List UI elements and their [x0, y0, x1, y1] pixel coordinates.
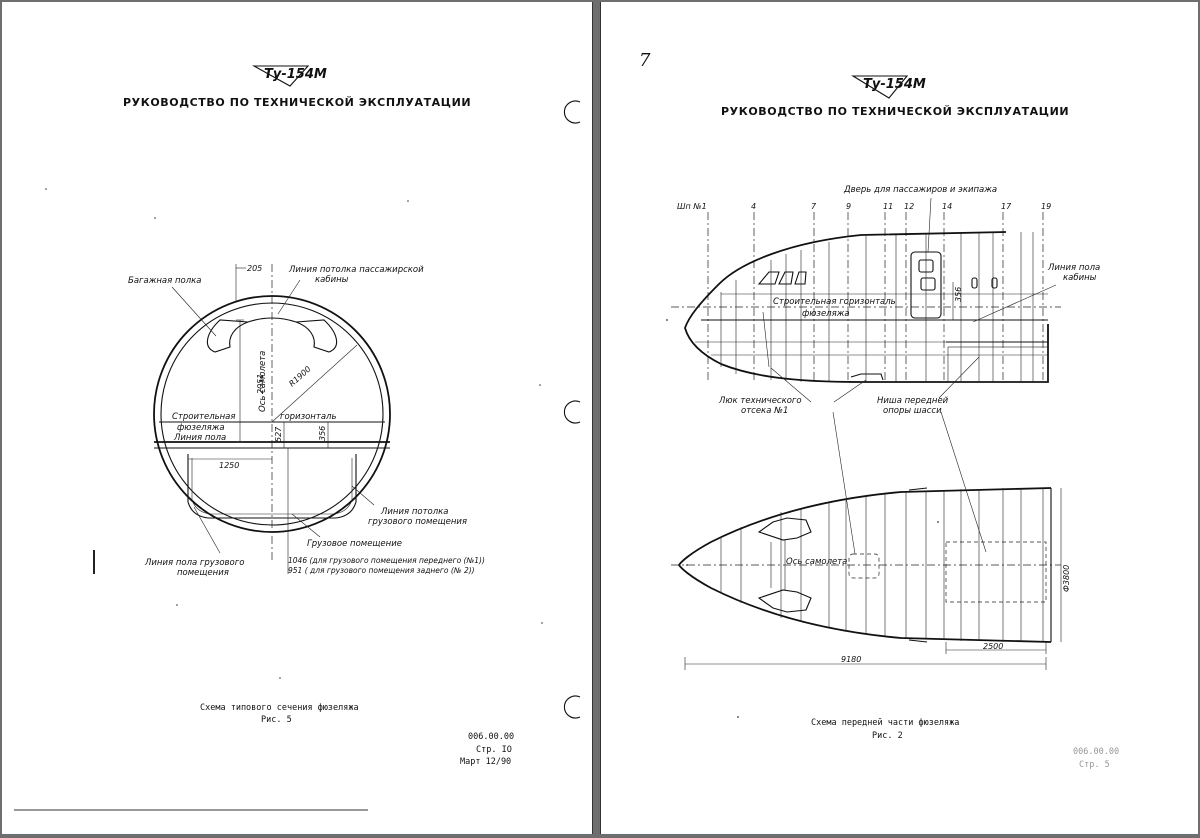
figure-number: Рис. 2 — [872, 731, 903, 741]
label-floor-line: Линия пола — [173, 433, 226, 443]
page-header: РУКОВОДСТВО ПО ТЕХНИЧЕСКОЙ ЭКСПЛУАТАЦИИ — [721, 105, 1069, 118]
frame-label: 11 — [883, 202, 893, 211]
label-aircraft-axis: Ось самолета — [258, 351, 268, 412]
tu154m-logo: Ту-154М — [251, 65, 327, 87]
scan-specks — [45, 188, 543, 679]
document-page-right[interactable]: 7 Ту-154М РУКОВОДСТВО ПО ТЕХНИЧЕСКОЙ ЭКС… — [600, 2, 1198, 834]
note-1046: 1046 (для грузового помещения переднего … — [288, 556, 485, 565]
label-baggage-shelf: Багажная полка — [128, 276, 202, 286]
dim-r1900: R1900 — [287, 364, 312, 388]
frame-label: 7 — [811, 202, 817, 211]
label-cargo-floor-1: Линия пола грузового — [144, 558, 244, 568]
dim-9180: 9180 — [841, 655, 861, 664]
figure-caption: Схема типового сечения фюзеляжа — [200, 703, 359, 713]
label-fuselage: фюзеляжа — [177, 423, 225, 433]
binder-holes — [563, 100, 581, 719]
dim-3800: Ф3800 — [1062, 565, 1071, 592]
label-cargo-ceiling-2: грузового помещения — [368, 517, 467, 527]
dim-2500: 2500 — [983, 642, 1003, 651]
dim-2051: 2051 — [256, 374, 265, 394]
dim-205: 205 — [247, 264, 262, 273]
label-floor-1: Линия пола — [1047, 263, 1100, 273]
frame-label: 12 — [904, 202, 914, 211]
dim-527: 527 — [274, 426, 283, 442]
label-door: Дверь для пассажиров и экипажа — [843, 185, 997, 195]
fuselage-cross-section — [153, 264, 391, 574]
frame-label: 17 — [1001, 202, 1012, 211]
label-cargo-floor-2: помещения — [177, 568, 229, 578]
label-construction-1: Строительная горизонталь — [773, 297, 896, 307]
dim-356: 356 — [954, 287, 963, 302]
side-view-fuselage — [671, 197, 1061, 403]
note-951: 951 ( для грузового помещения заднего (№… — [288, 566, 475, 575]
tu154m-logo: Ту-154М — [851, 75, 926, 99]
label-construction-2: фюзеляжа — [802, 309, 850, 319]
footer-code: 006.00.00 — [1073, 747, 1119, 757]
dim-1250: 1250 — [219, 461, 239, 470]
fuselage-section-drawing: Ту-154М РУКОВОДСТВО ПО ТЕХНИЧЕСКОЙ ЭКСПЛ… — [14, 65, 581, 811]
handwritten-number: 7 — [639, 50, 651, 71]
frame-label: 9 — [846, 202, 851, 211]
faded-footer: 006.00.00 Стр. 5 — [1073, 747, 1119, 770]
document-page-left[interactable]: Ту-154М РУКОВОДСТВО ПО ТЕХНИЧЕСКОЙ ЭКСПЛ… — [2, 2, 593, 834]
label-cargo-room: Грузовое помещение — [307, 539, 402, 549]
label-floor-2: кабины — [1063, 273, 1097, 283]
dim-356: 356 — [318, 426, 327, 441]
label-axis: Ось самолета — [786, 557, 847, 567]
label-gear-1: Ниша передней — [877, 396, 949, 406]
footer-code: 006.00.00 — [468, 732, 514, 742]
label-gear-2: опоры шасси — [883, 406, 942, 416]
frame-label: Шп №1 — [677, 202, 707, 211]
figure-number: Рис. 5 — [261, 715, 292, 725]
label-horizontal: горизонталь — [280, 412, 336, 422]
label-hatch-2: отсека №1 — [741, 406, 788, 416]
frame-labels: Шп №1 4 7 9 11 12 14 17 19 — [677, 202, 1051, 211]
page-header: РУКОВОДСТВО ПО ТЕХНИЧЕСКОЙ ЭКСПЛУАТАЦИИ — [123, 96, 471, 109]
label-cargo-ceiling-1: Линия потолка — [380, 507, 449, 517]
label-hatch-1: Люк технического — [718, 396, 802, 406]
logo-text: Ту-154М — [863, 77, 926, 92]
frame-label: 19 — [1041, 202, 1051, 211]
frame-label: 14 — [942, 202, 952, 211]
footer-date: Март 12/90 — [460, 757, 511, 767]
top-view-fuselage — [671, 411, 1062, 670]
forward-fuselage-drawing: 7 Ту-154М РУКОВОДСТВО ПО ТЕХНИЧЕСКОЙ ЭКС… — [639, 50, 1119, 770]
label-cabin-ceiling-2: кабины — [315, 275, 349, 285]
footer-page: Стр. IO — [476, 745, 512, 755]
label-cabin-ceiling-1: Линия потолка пассажирской — [288, 265, 424, 275]
frame-label: 4 — [751, 202, 756, 211]
label-construction: Строительная — [172, 412, 236, 422]
footer-page: Стр. 5 — [1079, 760, 1110, 770]
logo-text: Ту-154М — [264, 67, 327, 82]
figure-caption: Схема передней части фюзеляжа — [811, 718, 959, 728]
